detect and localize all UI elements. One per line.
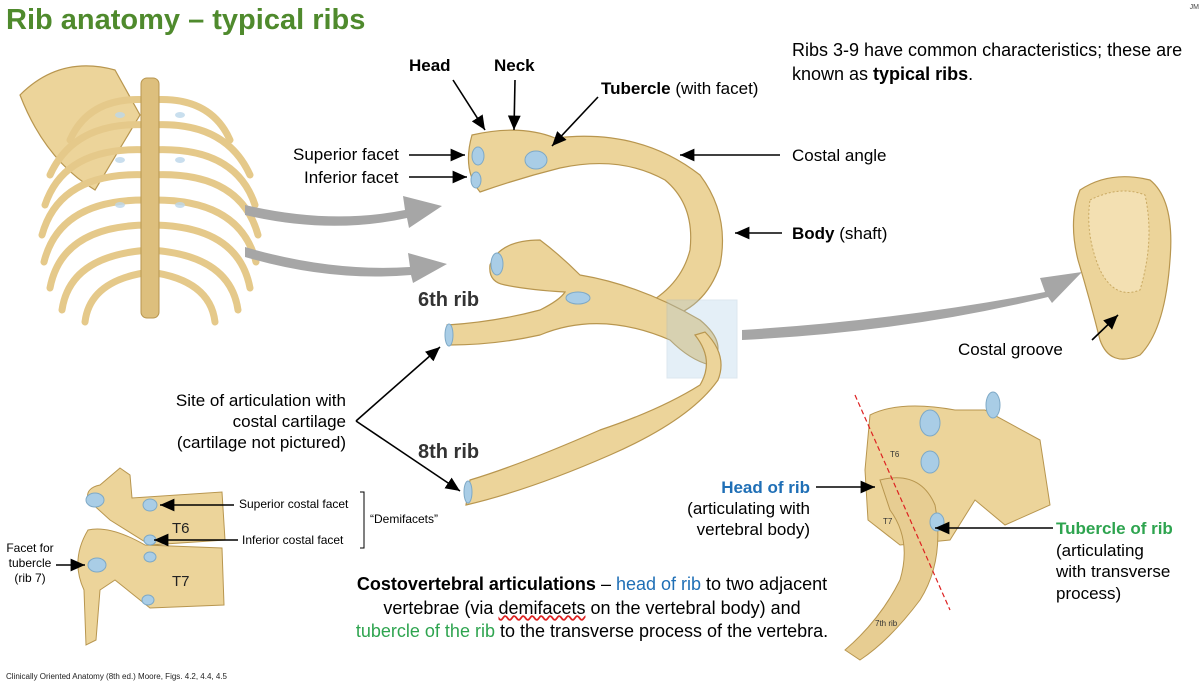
site-line-1: Site of articulation with [175,391,346,410]
rib-cross-section-illustration [1072,176,1172,360]
source-credit: Clinically Oriented Anatomy (8th ed.) Mo… [6,672,227,681]
eighth-rib-label: 8th rib [418,441,480,463]
page-title: Rib anatomy – typical ribs [6,4,366,36]
vertebra-t6-label: T6 [172,520,190,537]
facet-for-tubercle-line-3: (rib 7) [14,571,46,585]
intro-bold: typical ribs [873,64,969,84]
author-mark: JM [1189,4,1199,11]
head-of-rib-label: Head of rib (articulating with vertebral… [660,477,810,540]
tubercle-of-rib-label: Tubercle of rib (articulating with trans… [1056,518,1173,604]
para-bold: Costovertebral articulations [356,574,596,594]
joint-t6-label: T6 [890,450,900,459]
costal-groove-label: Costal groove [958,340,1063,359]
leader-lines [56,79,1119,572]
facet-for-tubercle-label: Facet for tubercle (rib 7) [4,541,56,586]
superior-costal-facet-label: Superior costal facet [239,497,349,511]
sixth-rib-label: 6th rib [418,289,480,311]
facet-for-tubercle-line-2: tubercle [8,556,52,570]
para-text-1: to two adjacent vertebrae (via [383,574,828,618]
vertebrae-lateral-illustration: T6 T7 [77,467,226,646]
costal-angle-label: Costal angle [792,146,887,165]
pointer-arrows [245,196,1082,340]
body-label-bold: Body [792,224,835,243]
rib-cage-illustration [19,65,262,326]
facet-for-tubercle-line-1: Facet for [6,541,54,555]
tubercle-of-rib-desc-2: with transverse [1056,562,1171,581]
tubercle-of-rib-desc-1: (articulating [1056,540,1144,560]
head-label: Head [409,56,451,75]
costovertebral-joint-illustration: T6 T7 7th rib [844,391,1051,661]
para-text-3: to the transverse process of the vertebr… [494,621,829,641]
intro-text-end: . [968,64,974,84]
tubercle-of-rib-title: Tubercle of rib [1056,519,1173,538]
body-label-rest: (shaft) [834,224,888,243]
para-text-2: on the vertebral body) and [585,597,801,618]
inferior-costal-facet-label: Inferior costal facet [242,533,344,547]
site-of-articulation-label: Site of articulation with costal cartila… [166,390,346,453]
superior-facet-label: Superior facet [293,145,399,164]
para-dash: – [595,574,616,594]
tubercle-label-rest: (with facet) [670,79,759,98]
joint-t7-label: T7 [883,517,893,526]
vertebra-t7-label: T7 [172,573,190,590]
body-label: Body (shaft) [792,224,887,244]
neck-label: Neck [494,56,535,75]
site-line-2: costal cartilage [232,412,346,431]
head-of-rib-desc-2: vertebral body) [696,520,810,539]
head-of-rib-desc-1: (articulating with [687,499,810,518]
intro-text: Ribs 3-9 have common characteristics; th… [792,38,1202,86]
para-head-of-rib: head of rib [615,574,702,594]
intro-text-start: Ribs 3-9 have common characteristics; th… [792,40,1183,84]
tubercle-of-rib-desc-3: process) [1056,583,1122,603]
para-demifacets: demifacets [498,597,586,618]
site-line-3: (cartilage not pictured) [176,433,346,452]
tubercle-label: Tubercle (with facet) [601,79,758,99]
eighth-rib-illustration [463,331,722,506]
inferior-facet-label: Inferior facet [304,168,399,187]
costovertebral-paragraph: Costovertebral articulations – head of r… [352,573,832,644]
para-tubercle: tubercle of the rib [355,621,495,641]
head-of-rib-title: Head of rib [721,478,810,497]
demifacets-label: “Demifacets” [370,512,439,526]
joint-rib7-label: 7th rib [875,619,898,628]
tubercle-label-bold: Tubercle [601,79,671,98]
